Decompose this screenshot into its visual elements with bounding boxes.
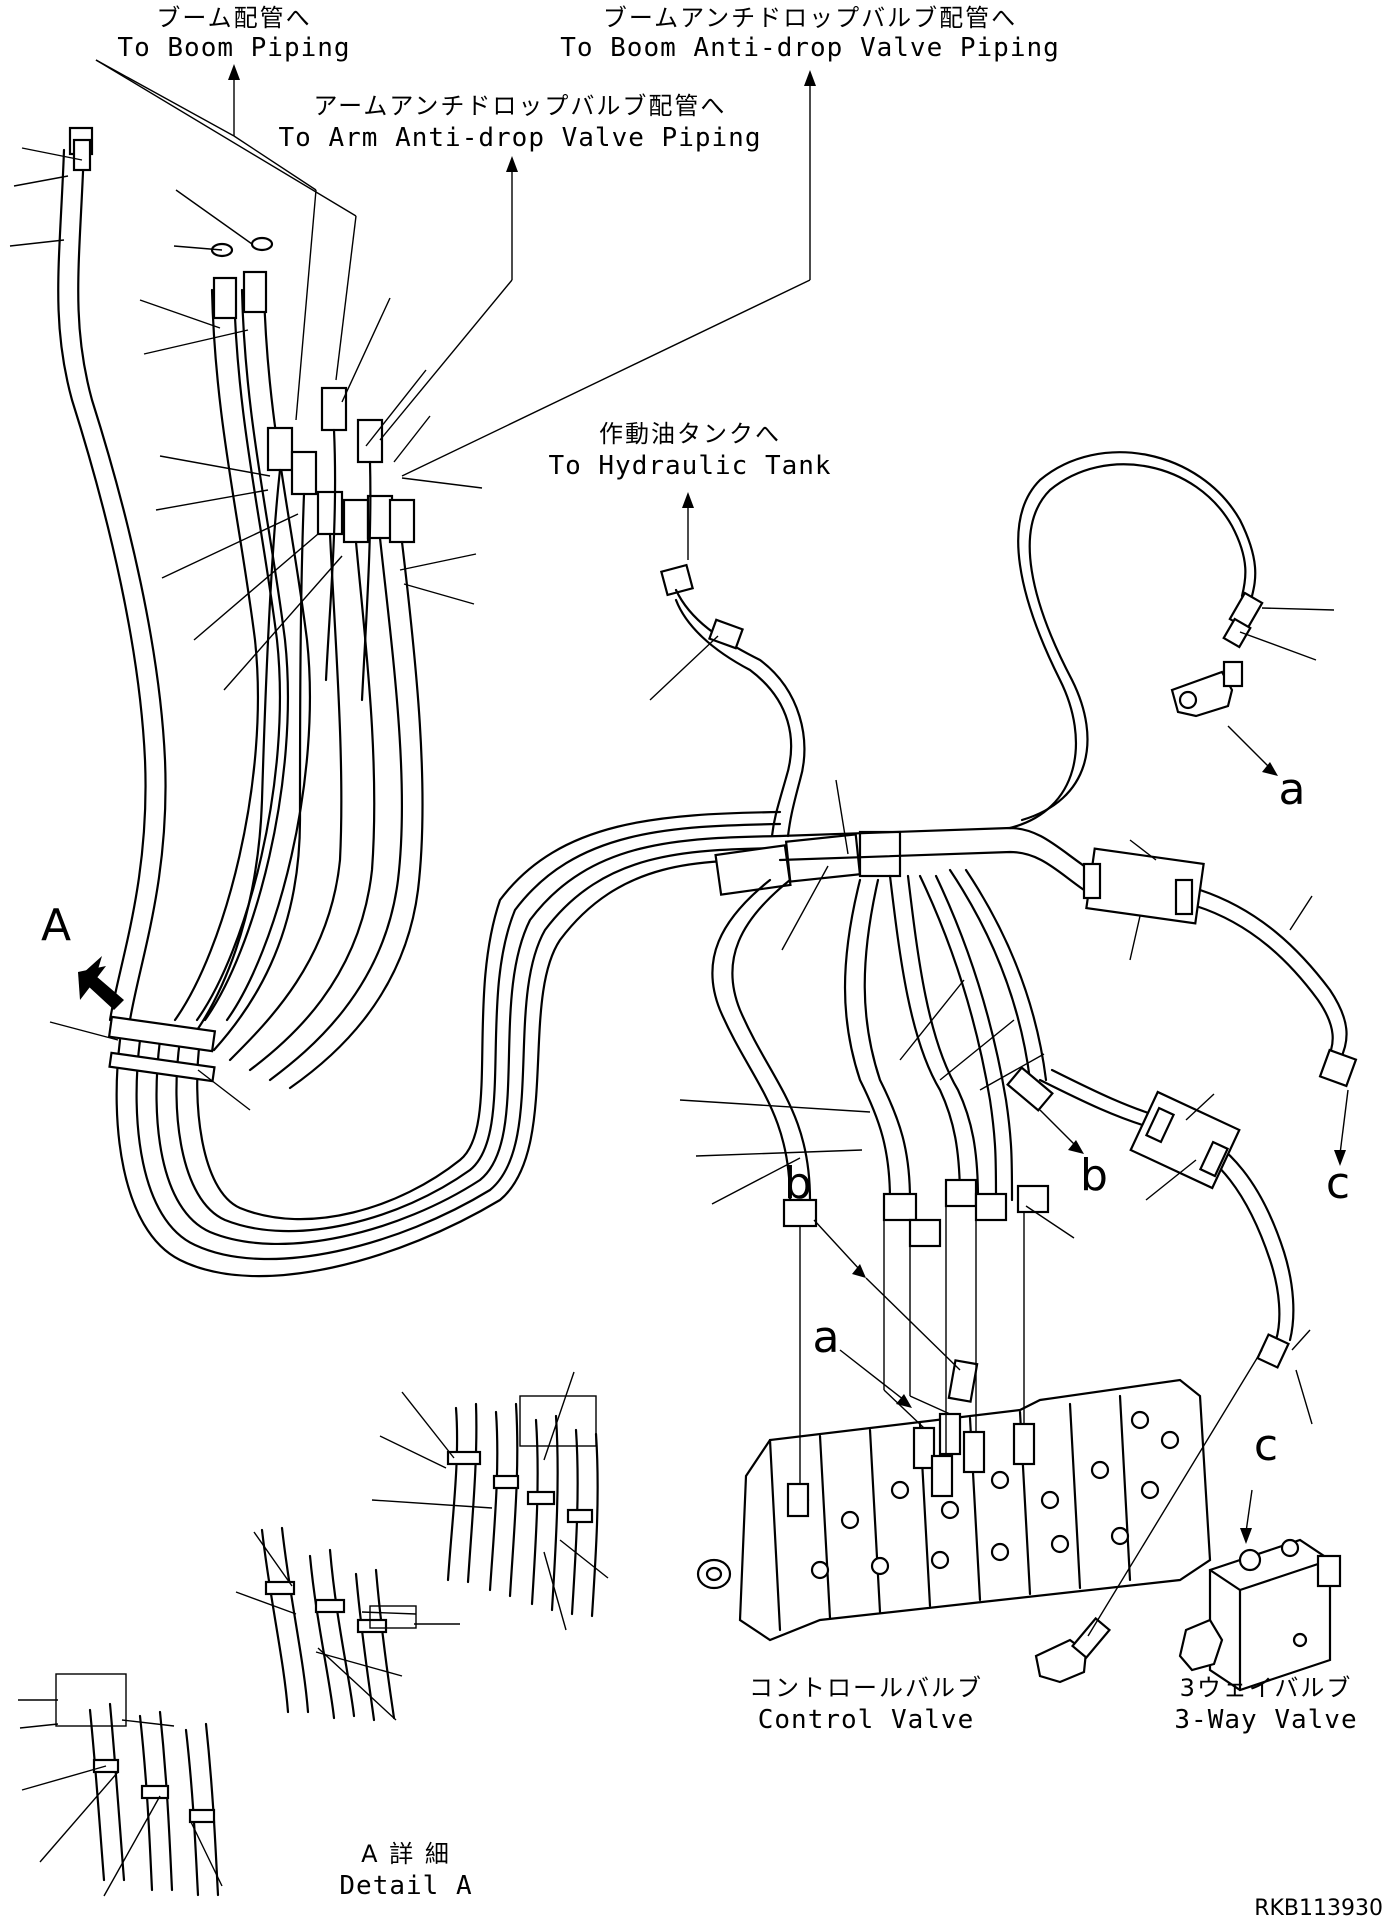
leader-lines (9, 147, 1335, 1897)
three-way-valve-body (1178, 1538, 1342, 1692)
detail-a-sections (88, 1402, 599, 1897)
tank-line (659, 563, 806, 838)
drawing-code: RKB113930 (1254, 1896, 1383, 1921)
connector-a-marker-upper: a (1278, 764, 1306, 815)
boom-antidrop-label-en: To Boom Anti-drop Valve Piping (560, 33, 1060, 63)
control-valve-label-jp: コントロールバルブ (749, 1674, 983, 1702)
connector-c-marker-upper: c (1325, 1158, 1351, 1209)
control-valve-label-en: Control Valve (757, 1705, 975, 1735)
connector-b-marker-lower: b (784, 1158, 812, 1209)
callout-arrows (78, 59, 1349, 1544)
detail-a-label-jp: A 詳 細 (361, 1840, 451, 1868)
hydraulic-tank-label-jp: 作動油タンクへ (599, 420, 781, 448)
three-way-valve-label-en: 3-Way Valve (1174, 1705, 1358, 1735)
loop-line (1008, 451, 1264, 830)
boom-antidrop-label-jp: ブームアンチドロップバルブ配管へ (602, 4, 1018, 32)
detail-a-label-en: Detail A (339, 1871, 473, 1901)
three-way-line (1038, 1068, 1295, 1369)
hose-run-lower (107, 810, 1092, 1278)
boom-piping-label-jp: ブーム配管へ (156, 4, 312, 32)
connector-c-marker-lower: c (1253, 1420, 1279, 1471)
boom-piping-label-en: To Boom Piping (117, 33, 351, 63)
hydraulic-tank-label-en: To Hydraulic Tank (548, 451, 832, 481)
control-valve-body (696, 1359, 1212, 1684)
connector-b-marker-upper: b (1080, 1150, 1108, 1201)
arm-antidrop-label-jp: アームアンチドロップバルブ配管へ (313, 92, 727, 120)
arm-antidrop-label-en: To Arm Anti-drop Valve Piping (278, 123, 762, 153)
hose-bundle-upper (57, 126, 424, 1090)
view-a-marker: A (40, 900, 72, 951)
right-line (1082, 847, 1358, 1088)
three-way-valve-label-jp: 3ウェイバルブ (1179, 1674, 1353, 1702)
connector-a-marker-lower: a (812, 1312, 840, 1363)
